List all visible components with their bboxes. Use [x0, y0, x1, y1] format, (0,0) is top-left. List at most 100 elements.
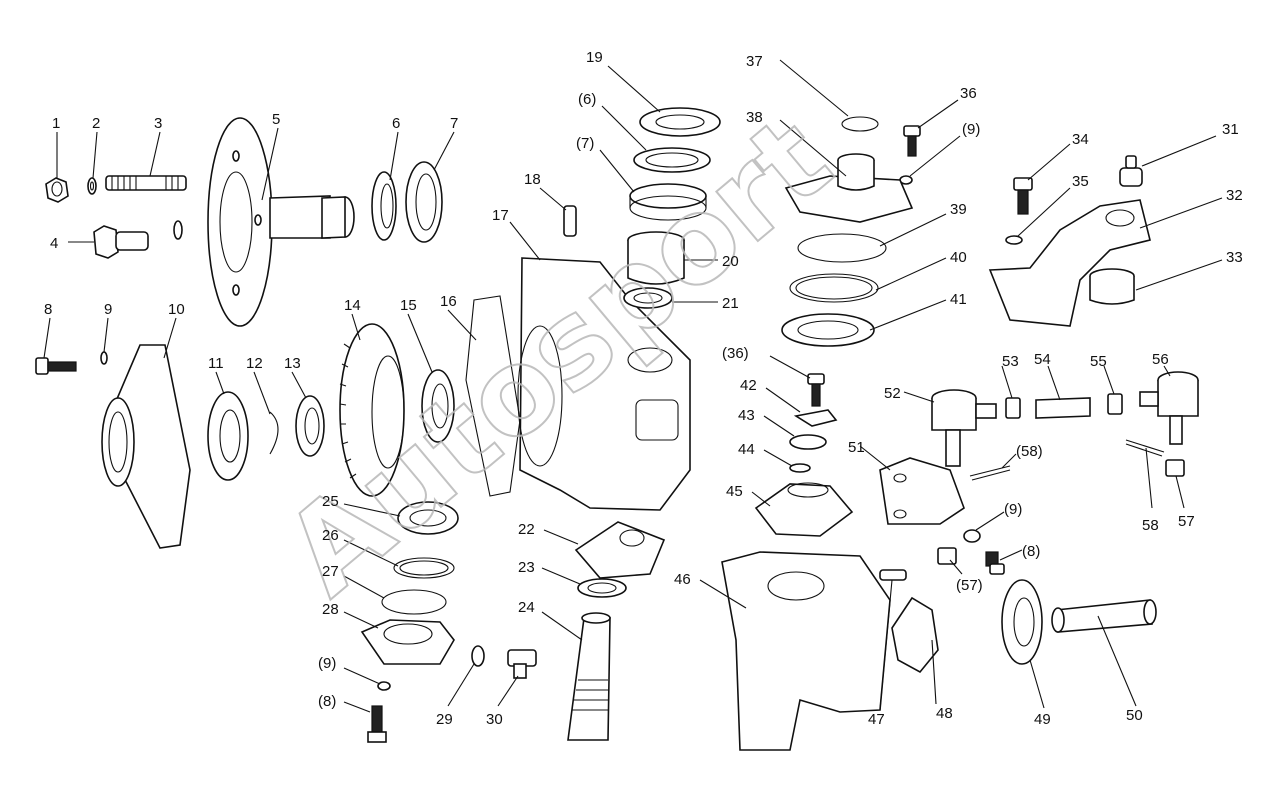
part-13-bearing	[295, 395, 325, 457]
part-25-bearing	[397, 501, 459, 535]
part-44-washer	[789, 463, 811, 473]
part-30-fitting	[507, 649, 537, 679]
leader-23	[541, 567, 581, 585]
part-5-flange-shaft	[207, 117, 355, 327]
part-54-tube	[1035, 397, 1091, 419]
part-3-stud	[105, 175, 187, 191]
part-38-cap	[784, 153, 914, 223]
label-42: 42	[740, 377, 757, 394]
label-46: 46	[674, 571, 691, 588]
part-8-bolt	[35, 357, 77, 375]
leader-6	[389, 131, 399, 181]
label-28: 28	[322, 601, 339, 618]
leader-lines	[43, 59, 1223, 713]
leader-24	[541, 611, 583, 641]
leader-45	[751, 491, 771, 507]
label-56: 56	[1152, 351, 1169, 368]
label-3: 3	[154, 115, 162, 132]
part-26-o-ring	[393, 557, 455, 579]
leader-58u	[1001, 453, 1017, 469]
leader-11	[215, 371, 225, 395]
part-43-washer	[789, 434, 827, 450]
label-8: 8	[44, 301, 52, 318]
part-9-washer	[100, 351, 108, 365]
part-36-bolt-lower	[807, 373, 825, 407]
label-7-upper: (7)	[576, 135, 594, 152]
label-40: 40	[950, 249, 967, 266]
part-42-tab-washer	[793, 409, 838, 427]
part-33-bushing	[1089, 268, 1135, 305]
leader-27	[343, 575, 385, 599]
leader-36l	[769, 355, 811, 379]
part-52-ball-joint	[931, 389, 997, 467]
label-52: 52	[884, 385, 901, 402]
label-37: 37	[746, 53, 763, 70]
leader-25	[343, 503, 401, 517]
leader-9u	[909, 135, 961, 177]
label-41: 41	[950, 291, 967, 308]
leader-44	[763, 449, 793, 467]
label-35: 35	[1072, 173, 1089, 190]
label-43: 43	[738, 407, 755, 424]
label-58: 58	[1142, 517, 1159, 534]
leader-37	[779, 59, 849, 117]
leader-55	[1103, 365, 1115, 395]
label-5: 5	[272, 111, 280, 128]
callout-labels: 1 2 3 4 5 6 7 8 9 10 11 12 13 14 15 16 1…	[44, 49, 1243, 728]
label-38: 38	[746, 109, 763, 126]
label-36: 36	[960, 85, 977, 102]
label-44: 44	[738, 441, 755, 458]
label-8-right: (8)	[1022, 543, 1040, 560]
label-27: 27	[322, 563, 339, 580]
leader-56	[1163, 365, 1171, 377]
leader-5	[261, 127, 279, 201]
leader-17	[509, 221, 541, 261]
label-16: 16	[440, 293, 457, 310]
leader-3	[149, 131, 161, 177]
part-56-ball-joint	[1139, 371, 1199, 445]
part-11-bearing	[207, 391, 249, 481]
leader-43	[763, 415, 795, 437]
leader-29	[447, 663, 475, 707]
part-22-bevel-gear	[574, 521, 666, 579]
leader-16	[447, 309, 477, 341]
part-9-washer-right	[963, 529, 981, 543]
label-57-left: (57)	[956, 577, 983, 594]
leader-13	[291, 371, 307, 399]
label-11: 11	[208, 355, 224, 372]
label-22: 22	[518, 521, 535, 538]
label-13: 13	[284, 355, 301, 372]
part-23-washer	[577, 578, 627, 598]
leader-7	[433, 131, 455, 171]
part-57-castle-nut	[1165, 459, 1185, 477]
label-19: 19	[586, 49, 603, 66]
label-6-upper: (6)	[578, 91, 596, 108]
label-8-lower: (8)	[318, 693, 336, 710]
part-53-nut	[1005, 397, 1021, 419]
part-15-bearing	[421, 369, 455, 443]
leader-50	[1097, 615, 1137, 707]
label-36-lower: (36)	[722, 345, 749, 362]
leader-8r	[999, 549, 1023, 561]
label-17: 17	[492, 207, 509, 224]
part-6-seal	[371, 171, 397, 241]
leader-12	[253, 371, 271, 415]
leader-22	[543, 529, 579, 545]
leader-57	[1175, 475, 1185, 509]
leader-7u	[599, 149, 635, 193]
label-18: 18	[524, 171, 541, 188]
part-1-nut	[45, 177, 69, 203]
part-16-gasket	[465, 295, 521, 497]
part-7-race-upper	[629, 183, 707, 221]
leader-46	[699, 579, 747, 609]
leader-47	[879, 579, 893, 711]
leader-34	[1027, 143, 1071, 181]
leader-8l	[343, 701, 371, 713]
label-4: 4	[50, 235, 58, 252]
part-7-bearing-race	[405, 161, 443, 243]
leader-8	[43, 317, 51, 359]
leader-10	[163, 317, 177, 359]
label-31: 31	[1222, 121, 1239, 138]
leader-18	[539, 187, 567, 211]
part-51-bracket	[879, 457, 965, 525]
